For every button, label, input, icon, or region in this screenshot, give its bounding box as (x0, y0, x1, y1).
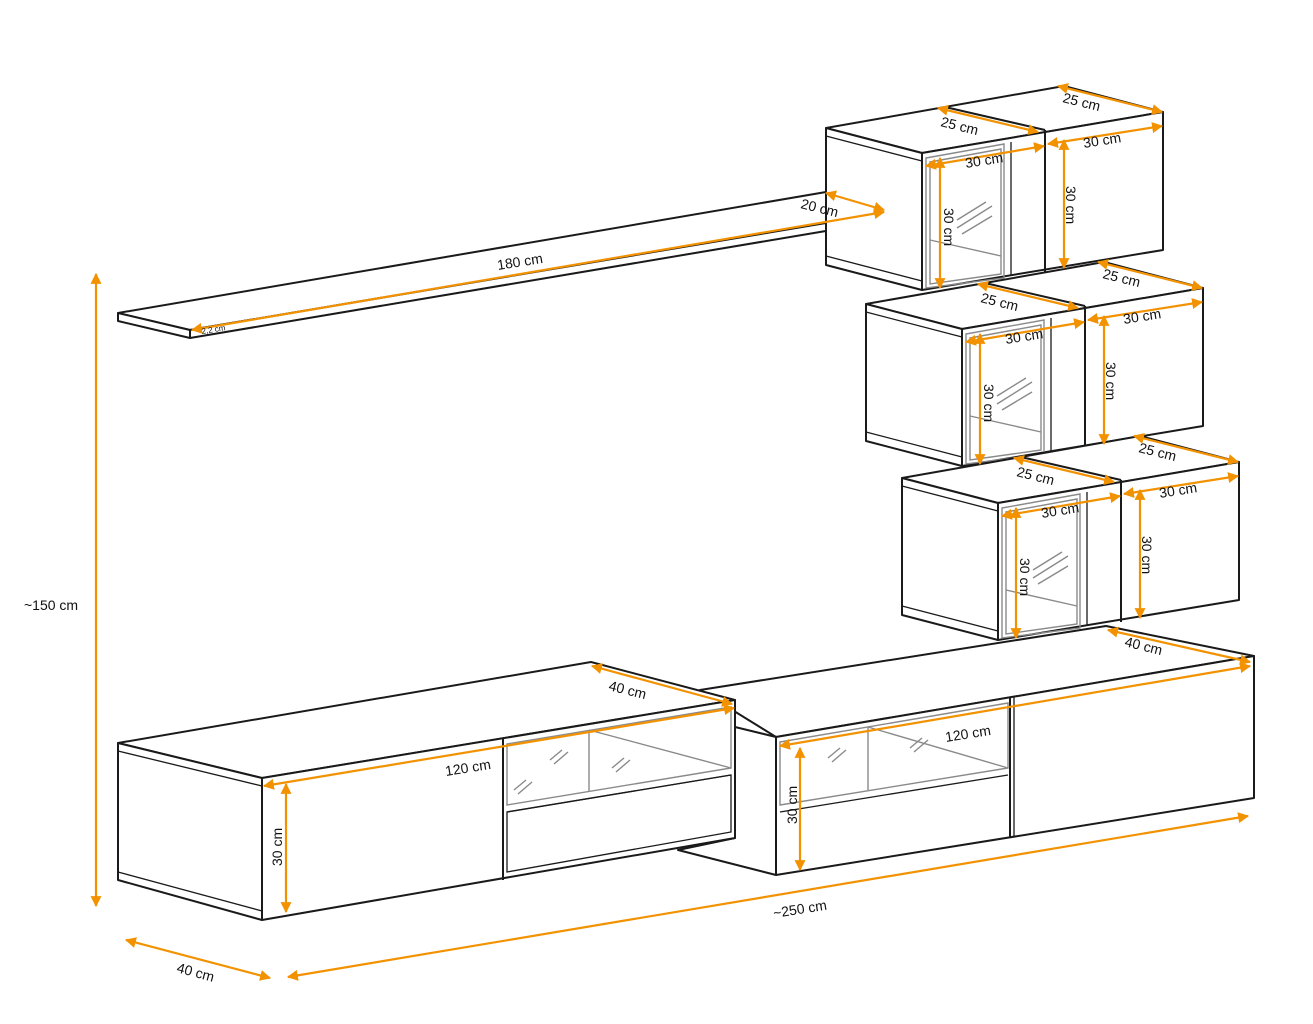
label-base-right-height: 30 cm (784, 786, 800, 824)
label-shelf-thickness: 2,2 cm (201, 323, 226, 336)
label-cube-height: 30 cm (1063, 186, 1079, 224)
label-base-left-height: 30 cm (269, 828, 285, 866)
wall-cube-top (825, 85, 1164, 291)
wall-cube-bottom (901, 435, 1240, 641)
label-cube-width: 30 cm (1122, 305, 1162, 327)
label-cube-width: 30 cm (964, 149, 1004, 171)
label-cube-width: 30 cm (1158, 479, 1198, 501)
label-cube-width: 30 cm (1004, 325, 1044, 347)
label-cube-height: 30 cm (1139, 536, 1155, 574)
label-cube-width: 30 cm (1040, 499, 1080, 521)
label-base-left-width: 120 cm (444, 756, 492, 779)
dimension-lines (90, 190, 1252, 981)
label-cube-height: 30 cm (1017, 558, 1033, 596)
label-shelf-length: 180 cm (496, 250, 544, 273)
label-cube-height: 30 cm (1103, 362, 1119, 400)
label-base-right-width: 120 cm (944, 722, 992, 745)
cube-dimension-lines (924, 83, 1240, 640)
label-cube-width: 30 cm (1082, 129, 1122, 151)
label-cube-height: 30 cm (981, 384, 997, 422)
wall-cube-middle (865, 261, 1204, 467)
label-total-width: ~250 cm (772, 897, 828, 921)
base-unit-right (677, 625, 1255, 876)
label-cube-height: 30 cm (941, 208, 957, 246)
label-total-height: ~150 cm (24, 597, 78, 613)
